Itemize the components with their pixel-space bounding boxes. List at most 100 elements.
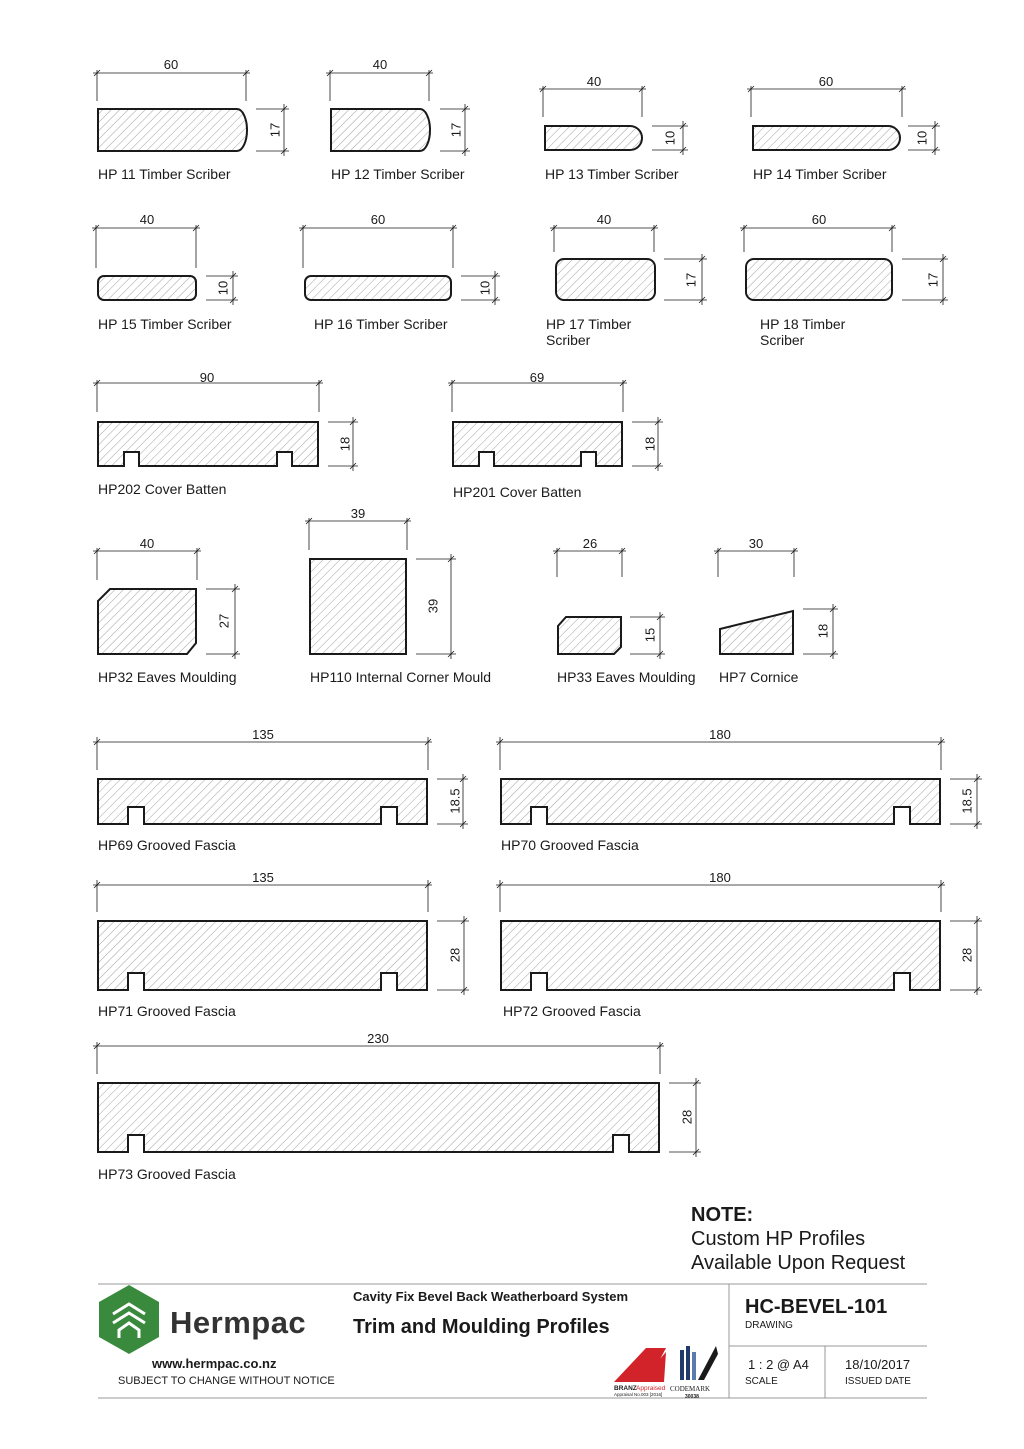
issued-date: 18/10/2017 xyxy=(845,1357,911,1372)
hp70-width-dim: 180 xyxy=(709,727,731,742)
label-hp71: HP71 Grooved Fascia xyxy=(98,1003,236,1019)
hp13-height-dim: 10 xyxy=(662,131,677,145)
note-block: NOTE: Custom HP Profiles Available Upon … xyxy=(691,1203,905,1275)
hermpac-logo-icon xyxy=(99,1285,159,1354)
company-name: Hermpac xyxy=(170,1305,307,1340)
label-hp17: HP 17 Timber Scriber xyxy=(546,316,632,348)
drawing-label: DRAWING xyxy=(745,1320,793,1331)
label-hp33: HP33 Eaves Moulding xyxy=(557,669,696,685)
hp15-width-dim: 40 xyxy=(140,212,154,227)
hp73-width-dim: 230 xyxy=(367,1031,389,1046)
hp71-width-dim: 135 xyxy=(252,870,274,885)
hp18-width-dim: 60 xyxy=(812,212,826,227)
disclaimer: SUBJECT TO CHANGE WITHOUT NOTICE xyxy=(118,1375,335,1387)
hp72-height-dim: 28 xyxy=(959,948,974,962)
label-hp72: HP72 Grooved Fascia xyxy=(503,1003,641,1019)
profile-hp13: 40 10 xyxy=(539,74,688,155)
profile-hp11: 60 17 xyxy=(93,57,289,156)
scale-value: 1 : 2 @ A4 xyxy=(748,1357,809,1372)
label-hp70: HP70 Grooved Fascia xyxy=(501,837,639,853)
title-block-frame xyxy=(98,1283,927,1399)
hp70-height-dim: 18.5 xyxy=(959,788,974,813)
hp17-height-dim: 17 xyxy=(683,273,698,287)
profile-hp73: 230 28 xyxy=(93,1031,701,1157)
label-hp32: HP32 Eaves Moulding xyxy=(98,669,237,685)
hp32-height-dim: 27 xyxy=(216,614,231,628)
note-heading: NOTE: xyxy=(691,1204,754,1226)
issued-date-label: ISSUED DATE xyxy=(845,1376,911,1387)
hp7-height-dim: 18 xyxy=(815,624,830,638)
label-hp110: HP110 Internal Corner Mould xyxy=(310,669,492,685)
label-hp69: HP69 Grooved Fascia xyxy=(98,837,236,853)
hp33-width-dim: 26 xyxy=(583,536,597,551)
branz-appraised-text: Appraised xyxy=(636,1385,666,1392)
system-name: Cavity Fix Bevel Back Weatherboard Syste… xyxy=(353,1289,629,1304)
profile-hp71: 135 28 xyxy=(93,870,469,995)
drawing-number: HC-BEVEL-101 xyxy=(745,1296,888,1318)
hp13-width-dim: 40 xyxy=(587,74,601,89)
hp17-width-dim: 40 xyxy=(597,212,611,227)
label-hp14: HP 14 Timber Scriber xyxy=(753,166,887,182)
hp16-height-dim: 10 xyxy=(477,281,492,295)
drawing-title: Trim and Moulding Profiles xyxy=(353,1316,610,1338)
profile-hp69: 135 18.5 xyxy=(93,727,468,829)
hp33-height-dim: 15 xyxy=(642,628,657,642)
label-hp73: HP73 Grooved Fascia xyxy=(98,1166,236,1182)
note-line-2: Available Upon Request xyxy=(691,1252,906,1274)
profile-hp14: 60 10 xyxy=(747,74,940,155)
branz-appraisal-no: Appraisal No.003 [2016] xyxy=(614,1392,662,1397)
hp16-width-dim: 60 xyxy=(371,212,385,227)
hp14-height-dim: 10 xyxy=(914,131,929,145)
hp12-width-dim: 40 xyxy=(373,57,387,72)
label-hp16: HP 16 Timber Scriber xyxy=(314,316,448,332)
profile-hp12: 40 17 xyxy=(326,57,470,156)
branz-text: BRANZ xyxy=(614,1385,637,1392)
profile-hp72: 180 28 xyxy=(496,870,982,995)
hp7-width-dim: 30 xyxy=(749,536,763,551)
hp201-height-dim: 18 xyxy=(642,437,657,451)
hp202-width-dim: 90 xyxy=(200,370,214,385)
profile-hp110: 39 39 xyxy=(305,506,456,659)
profile-hp32: 40 27 xyxy=(93,536,240,659)
profile-hp201: 69 18 xyxy=(448,370,663,471)
hp72-width-dim: 180 xyxy=(709,870,731,885)
hp18-height-dim: 17 xyxy=(925,273,940,287)
hp11-height-dim: 17 xyxy=(267,123,282,137)
codemark-no: 30038 xyxy=(685,1394,699,1400)
codemark-text: CODEMARK xyxy=(670,1385,710,1393)
profile-hp16: 60 10 xyxy=(299,212,500,305)
label-hp7: HP7 Cornice xyxy=(719,669,799,685)
hp110-height-dim: 39 xyxy=(425,599,440,613)
company-website[interactable]: www.hermpac.co.nz xyxy=(152,1356,277,1371)
scale-label: SCALE xyxy=(745,1376,778,1387)
profile-hp17: 40 17 xyxy=(550,212,707,305)
profile-hp33: 26 15 xyxy=(553,536,665,659)
label-hp12: HP 12 Timber Scriber xyxy=(331,166,465,182)
hp110-width-dim: 39 xyxy=(351,506,365,521)
label-hp15: HP 15 Timber Scriber xyxy=(98,316,232,332)
profile-hp202: 90 18 xyxy=(93,370,358,471)
label-hp201: HP201 Cover Batten xyxy=(453,484,582,500)
hp69-height-dim: 18.5 xyxy=(447,788,462,813)
hp14-width-dim: 60 xyxy=(819,74,833,89)
label-hp13: HP 13 Timber Scriber xyxy=(545,166,679,182)
label-hp18: HP 18 Timber Scriber xyxy=(760,316,846,348)
codemark-icon: CODEMARK 30038 xyxy=(670,1346,718,1400)
label-hp11: HP 11 Timber Scriber xyxy=(98,166,231,182)
hp69-width-dim: 135 xyxy=(252,727,274,742)
branz-appraised-icon: BRANZ Appraised Appraisal No.003 [2016] xyxy=(614,1348,666,1397)
hp71-height-dim: 28 xyxy=(447,948,462,962)
hp202-height-dim: 18 xyxy=(337,437,352,451)
hp73-height-dim: 28 xyxy=(679,1110,694,1124)
profile-hp15: 40 10 xyxy=(92,212,238,305)
profile-hp70: 180 18.5 xyxy=(496,727,982,829)
hp32-width-dim: 40 xyxy=(140,536,154,551)
hp11-width-dim: 60 xyxy=(164,57,178,72)
hp201-width-dim: 69 xyxy=(530,370,544,385)
hp12-height-dim: 17 xyxy=(448,123,463,137)
note-line-1: Custom HP Profiles xyxy=(691,1228,866,1250)
profile-hp18: 60 17 xyxy=(740,212,948,305)
profile-hp7: 30 18 xyxy=(714,536,838,659)
label-hp202: HP202 Cover Batten xyxy=(98,481,227,497)
